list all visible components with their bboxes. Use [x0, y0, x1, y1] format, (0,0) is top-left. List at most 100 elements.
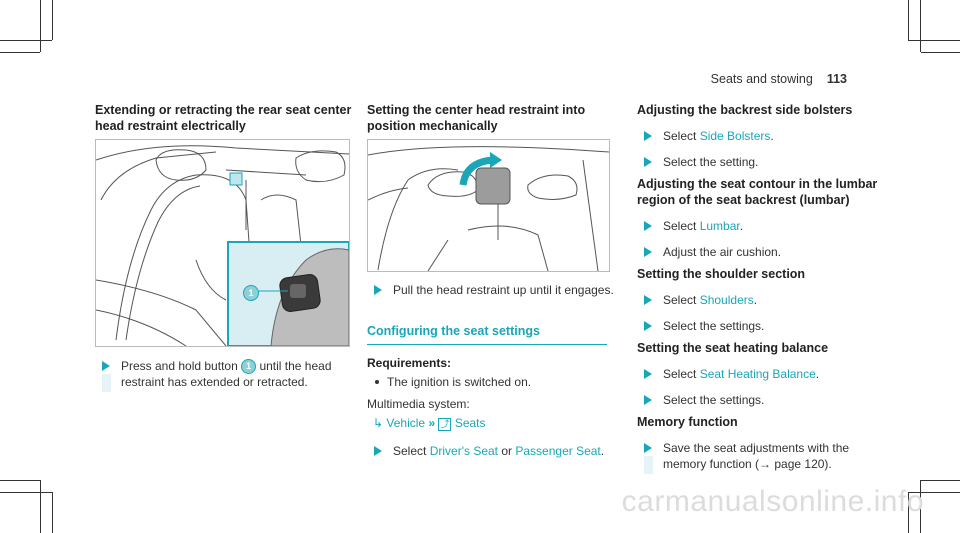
column-2-content: Pull the head restraint up until it enga… — [367, 272, 617, 459]
step-select-setting: Select the setting. — [637, 154, 887, 170]
step-text-end: . — [815, 367, 820, 381]
step-text: Select — [663, 367, 697, 381]
crop-mark — [40, 0, 41, 52]
crop-mark — [40, 480, 41, 533]
watermark: carmanualsonline.info — [621, 485, 924, 518]
step-select-seat: Select Driver's Seat or Passenger Seat. — [367, 443, 617, 459]
heading-lumbar: Adjusting the seat contour in the lumbar… — [637, 177, 878, 207]
crop-mark — [921, 480, 960, 481]
crop-mark — [908, 492, 960, 493]
column-2: Setting the center head restraint into p… — [367, 102, 617, 134]
arrow-right-icon — [644, 157, 652, 167]
step-text: Select — [393, 444, 427, 458]
step-bar — [644, 456, 653, 474]
step-text-or: or — [501, 444, 513, 458]
path-arrow-icon: » — [428, 416, 436, 430]
requirement-item: The ignition is switched on. — [367, 374, 617, 390]
menu-path: ↳ Vehicle » ⤴ Seats — [367, 415, 617, 431]
crop-mark — [52, 0, 53, 40]
rear-seat-illustration — [96, 145, 349, 346]
heading-side-bolsters: Adjusting the backrest side bolsters — [637, 103, 853, 117]
arrow-right-icon — [374, 285, 382, 295]
crop-mark — [920, 480, 921, 533]
arrow-right-icon — [644, 395, 652, 405]
step-text: Select — [663, 129, 697, 143]
step-adjust-cushion: Adjust the air cushion. — [637, 244, 887, 260]
arrow-right-icon — [644, 443, 652, 453]
step-text-end: . — [600, 444, 605, 458]
path-return-icon: ↳ — [373, 416, 384, 430]
step-select-lumbar: Select Lumbar. — [637, 218, 887, 234]
arrow-right-icon — [374, 446, 382, 456]
page-number: 113 — [826, 72, 847, 86]
requirements-label: Requirements: — [367, 356, 452, 370]
button-number-badge: 1 — [241, 359, 257, 375]
option-passenger-seat: Passenger Seat — [515, 444, 601, 458]
option-side-bolsters: Side Bolsters — [699, 129, 771, 143]
arrow-right-icon — [644, 295, 652, 305]
step-select-shoulders: Select Shoulders. — [637, 292, 887, 308]
crop-mark — [908, 492, 909, 533]
crop-mark — [920, 0, 921, 52]
step-press-hold: Press and hold button 1 until the head r… — [95, 358, 355, 392]
heading-extend-retract: Extending or retracting the rear seat ce… — [95, 103, 352, 133]
crop-mark — [908, 0, 909, 40]
step-text-end: . — [770, 129, 774, 143]
crop-mark — [0, 480, 40, 481]
crop-mark — [0, 40, 52, 41]
bullet-dot-icon — [375, 379, 379, 384]
callout-1: 1 — [243, 285, 259, 301]
step-text: Select — [663, 219, 697, 233]
step-select-heating-balance: Select Seat Heating Balance. — [637, 366, 887, 382]
column-3: Adjusting the backrest side bolsters Sel… — [637, 102, 887, 474]
arrow-right-icon — [644, 321, 652, 331]
option-drivers-seat: Driver's Seat — [429, 444, 499, 458]
crop-mark — [0, 492, 52, 493]
path-vehicle: Vehicle — [386, 416, 426, 430]
step-text: Pull the head restraint up until it enga… — [393, 283, 614, 297]
step-text: Select the setting. — [663, 155, 759, 169]
center-headrest-illustration — [368, 146, 609, 271]
option-shoulders: Shoulders — [699, 293, 754, 307]
option-seat-heating-balance: Seat Heating Balance — [699, 367, 816, 381]
arrow-right-icon — [644, 369, 652, 379]
option-lumbar: Lumbar — [699, 219, 740, 233]
step-select-settings: Select the settings. — [637, 318, 887, 334]
column-1-steps: Press and hold button 1 until the head r… — [95, 348, 355, 392]
heading-center-headrest: Setting the center head restraint into p… — [367, 103, 586, 133]
section-name: Seats and stowing — [710, 72, 813, 86]
step-select-side-bolsters: Select Side Bolsters. — [637, 128, 887, 144]
column-1: Extending or retracting the rear seat ce… — [95, 102, 355, 134]
heading-shoulder: Setting the shoulder section — [637, 267, 806, 281]
arrow-right-icon — [644, 247, 652, 257]
step-text: Press and hold button — [121, 359, 238, 373]
crop-mark — [921, 52, 960, 53]
step-text: Select — [663, 293, 697, 307]
step-bar — [102, 374, 111, 392]
path-seats: Seats — [454, 416, 486, 430]
seat-icon: ⤴ — [438, 418, 452, 431]
step-text: Save the seat adjustments with the memor… — [663, 441, 850, 471]
figure-rear-seat-headrest: 1 — [95, 139, 350, 347]
step-text: Select the settings. — [663, 393, 765, 407]
step-text-end: . — [739, 219, 744, 233]
crop-mark — [908, 40, 960, 41]
requirement-text: The ignition is switched on. — [387, 375, 532, 389]
step-text-end: . — [753, 293, 758, 307]
step-select-settings-2: Select the settings. — [637, 392, 887, 408]
arrow-right-icon — [102, 361, 110, 371]
multimedia-label: Multimedia system: — [367, 397, 470, 411]
heading-heating-balance: Setting the seat heating balance — [637, 341, 829, 355]
crop-mark — [0, 52, 40, 53]
step-text-cont: until the head restraint has extended or… — [121, 359, 332, 390]
step-save-memory: Save the seat adjustments with the memor… — [637, 440, 887, 474]
figure-center-headrest — [367, 139, 610, 272]
step-text: Select the settings. — [663, 319, 765, 333]
running-header: Seats and stowing 113 — [711, 72, 847, 86]
arrow-right-icon — [644, 221, 652, 231]
section-title: Configuring the seat settings — [367, 324, 607, 345]
arrow-right-icon — [644, 131, 652, 141]
heading-memory: Memory function — [637, 415, 738, 429]
crop-mark — [52, 492, 53, 533]
step-text: Adjust the air cushion. — [663, 245, 782, 259]
